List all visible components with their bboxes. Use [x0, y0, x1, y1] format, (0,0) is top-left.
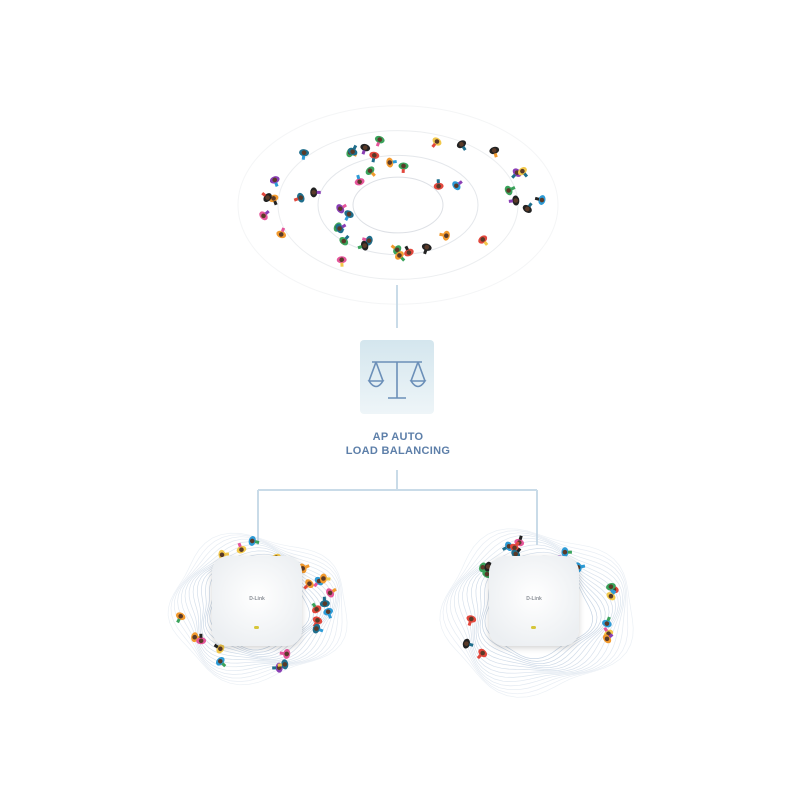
person-icon: [462, 638, 474, 649]
person-icon: [336, 203, 347, 214]
person-icon: [365, 166, 376, 177]
person-icon: [398, 162, 409, 174]
person-icon: [431, 137, 442, 148]
person-icon: [466, 615, 477, 627]
person-icon: [404, 245, 414, 257]
person-icon: [395, 251, 406, 262]
person-icon: [196, 633, 207, 645]
coverage-wave: [170, 534, 343, 682]
person-icon: [357, 240, 369, 251]
person-icon: [602, 633, 614, 644]
brand-logo: D-Link: [526, 596, 542, 602]
person-icon: [299, 149, 310, 160]
person-icon: [522, 202, 533, 214]
person-icon: [236, 542, 247, 554]
person-icon: [261, 191, 272, 203]
brand-logo: D-Link: [249, 596, 265, 602]
status-led: [531, 626, 536, 629]
person-icon: [452, 180, 463, 191]
access-point-right: D-Link: [489, 556, 579, 646]
person-icon: [248, 536, 260, 546]
person-icon: [279, 648, 291, 659]
person-icon: [602, 616, 612, 628]
feature-title-line2: LOAD BALANCING: [345, 445, 451, 457]
person-icon: [421, 243, 432, 255]
person-icon: [344, 210, 354, 221]
person-icon: [456, 140, 467, 151]
person-icon: [504, 185, 516, 196]
person-icon: [293, 192, 305, 203]
person-icon: [312, 623, 324, 634]
person-icon: [277, 659, 289, 670]
coverage-wave: [167, 532, 348, 686]
person-icon: [259, 210, 270, 221]
person-icon: [310, 187, 321, 198]
person-icon: [336, 256, 347, 267]
person-icon: [386, 157, 397, 168]
person-icon: [323, 607, 334, 619]
person-icon: [269, 176, 280, 187]
signal-ring: [277, 130, 519, 280]
person-icon: [175, 612, 186, 624]
person-icon: [303, 579, 314, 590]
person-icon: [509, 541, 520, 552]
status-led: [254, 626, 259, 629]
coverage-wave: [446, 532, 626, 691]
person-icon: [606, 589, 617, 601]
person-icon: [215, 656, 227, 668]
person-icon: [360, 143, 371, 155]
person-icon: [339, 234, 350, 246]
feature-label: AP AUTO LOAD BALANCING: [300, 430, 496, 458]
person-icon: [354, 174, 365, 186]
person-icon: [335, 223, 347, 234]
person-icon: [508, 195, 520, 206]
person-icon: [311, 602, 322, 614]
connector-lines: [257, 285, 538, 545]
person-icon: [369, 151, 380, 163]
person-icon: [476, 648, 488, 660]
person-icon: [374, 135, 385, 147]
balance-scale-icon: [367, 361, 427, 399]
signal-ring: [237, 105, 559, 305]
person-icon: [347, 144, 358, 156]
coverage-wave: [439, 528, 634, 698]
person-icon: [439, 230, 450, 241]
person-icon: [319, 573, 331, 584]
feature-title-line1: AP AUTO: [372, 431, 424, 443]
coverage-wave: [449, 535, 625, 687]
person-icon: [213, 643, 225, 654]
coverage-wave: [453, 537, 624, 683]
signal-rings: [237, 105, 559, 305]
person-icon: [478, 235, 489, 246]
person-icon: [276, 227, 287, 239]
person-icon: [534, 195, 546, 205]
access-point-left: D-Link: [212, 556, 302, 646]
person-icon: [517, 166, 529, 178]
person-icon: [433, 179, 444, 190]
signal-ring: [352, 176, 444, 234]
load-balancing-icon-box: [360, 340, 434, 414]
person-icon: [319, 596, 330, 608]
coverage-wave: [173, 536, 341, 679]
person-icon: [489, 146, 500, 158]
person-icon: [561, 547, 572, 558]
coverage-wave: [442, 530, 629, 695]
person-icon: [326, 587, 337, 598]
